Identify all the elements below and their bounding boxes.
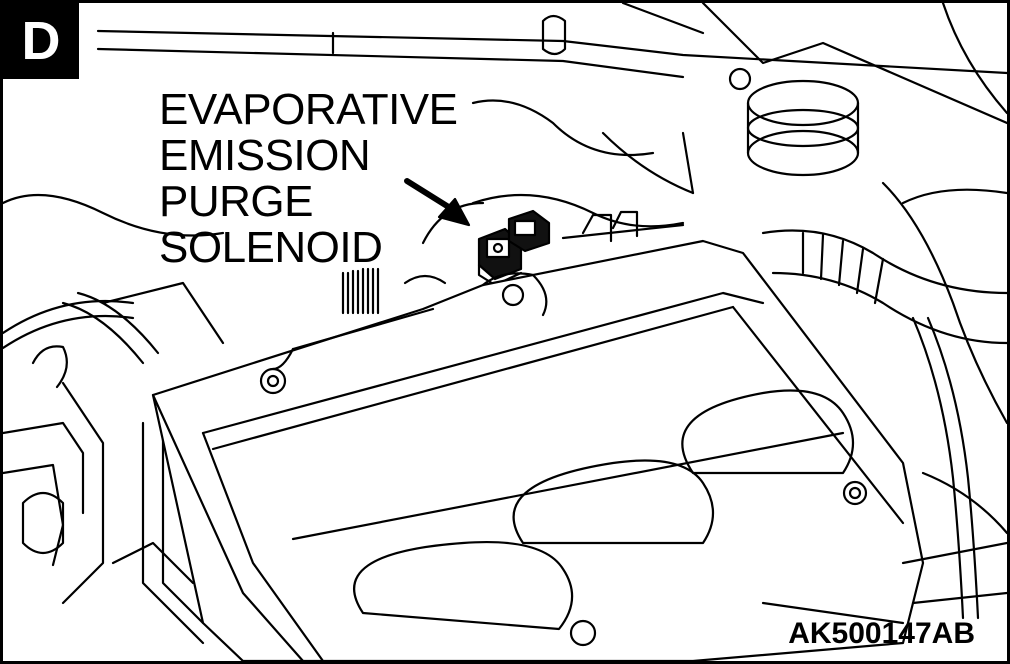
callout-arrow [404, 178, 471, 227]
engine-cover [151, 239, 925, 661]
engine-bay-illustration [3, 3, 1007, 661]
component-callout-label: EVAPORATIVE EMISSION PURGE SOLENOID [159, 87, 458, 271]
lower-right-ducting [761, 471, 1007, 625]
bonnet-strut [96, 3, 1007, 125]
callout-line-4: SOLENOID [159, 223, 383, 272]
callout-line-3: PURGE [159, 177, 313, 226]
callout-line-1: EVAPORATIVE [159, 85, 458, 134]
callout-line-2: EMISSION [159, 131, 371, 180]
figure-id: AK500147AB [788, 617, 975, 650]
lower-left-bracket [111, 421, 205, 645]
wiring-harness-left [3, 193, 225, 605]
view-tag-label: D [3, 3, 79, 79]
background-pipework [341, 99, 695, 315]
purge-solenoid-valve [477, 209, 551, 287]
air-intake-hose [761, 3, 1007, 620]
reservoir-cap [728, 67, 860, 177]
